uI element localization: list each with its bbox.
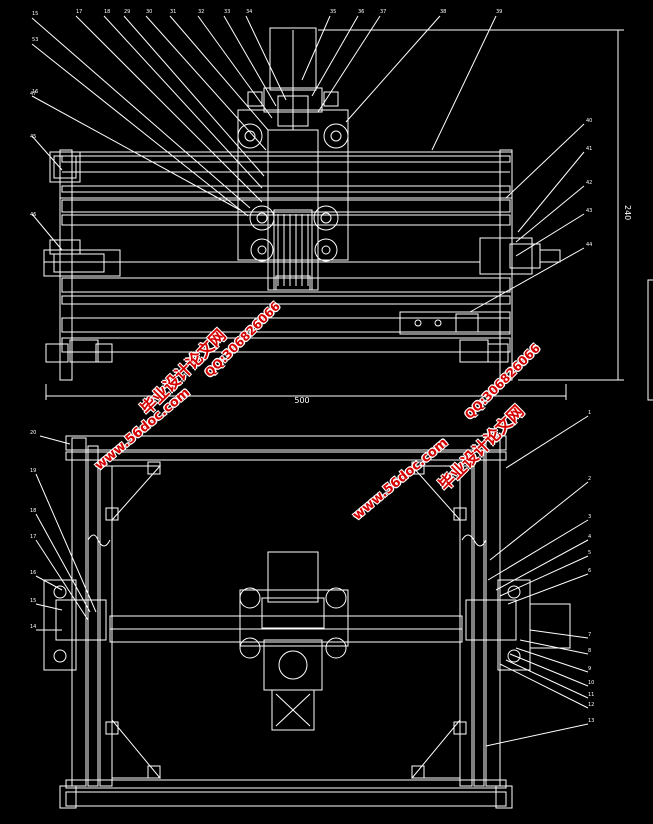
balloon-top-5: 29 bbox=[124, 9, 130, 15]
balloon-top-1: 53 bbox=[32, 37, 38, 43]
balloon-top-0: 15 bbox=[32, 11, 38, 17]
balloon-bottom-19: 13 bbox=[588, 718, 594, 724]
balloon-top-16: 40 bbox=[586, 118, 592, 124]
balloon-top-14: 38 bbox=[440, 9, 446, 15]
balloon-top-22: 46 bbox=[30, 212, 36, 218]
balloon-top-10: 34 bbox=[246, 9, 252, 15]
balloon-top-23: 47 bbox=[30, 91, 36, 97]
balloon-bottom-12: 6 bbox=[588, 568, 591, 574]
dimension-width: 500 bbox=[294, 396, 309, 405]
balloon-top-8: 32 bbox=[198, 9, 204, 15]
balloon-top-2: 16 bbox=[32, 89, 38, 95]
balloon-top-7: 31 bbox=[170, 9, 176, 15]
balloon-top-6: 30 bbox=[146, 9, 152, 15]
balloon-bottom-5: 15 bbox=[30, 598, 36, 604]
balloon-bottom-14: 8 bbox=[588, 648, 591, 654]
balloon-bottom-9: 3 bbox=[588, 514, 591, 520]
balloon-bottom-3: 17 bbox=[30, 534, 36, 540]
balloon-top-4: 18 bbox=[104, 9, 110, 15]
balloon-bottom-0: 20 bbox=[30, 430, 36, 436]
balloon-top-17: 41 bbox=[586, 146, 592, 152]
balloon-bottom-17: 11 bbox=[588, 692, 594, 698]
bottom-view bbox=[35, 415, 589, 809]
balloon-bottom-2: 18 bbox=[30, 508, 36, 514]
balloon-top-18: 42 bbox=[586, 180, 592, 186]
balloon-bottom-4: 16 bbox=[30, 570, 36, 576]
balloon-bottom-8: 2 bbox=[588, 476, 591, 482]
dimension-height: 240 bbox=[623, 205, 632, 220]
balloon-top-12: 36 bbox=[358, 9, 364, 15]
balloon-top-11: 35 bbox=[330, 9, 336, 15]
balloon-top-15: 39 bbox=[496, 9, 502, 15]
balloon-bottom-6: 14 bbox=[30, 624, 36, 630]
balloon-bottom-15: 9 bbox=[588, 666, 591, 672]
balloon-bottom-11: 5 bbox=[588, 550, 591, 556]
balloon-top-20: 44 bbox=[586, 242, 592, 248]
top-view bbox=[31, 15, 653, 401]
balloon-top-19: 43 bbox=[586, 208, 592, 214]
balloon-bottom-16: 10 bbox=[588, 680, 594, 686]
balloon-bottom-18: 12 bbox=[588, 702, 594, 708]
balloon-group-top: 15 53 16 17 18 29 30 31 32 33 34 35 36 37 38 39 40 41 42 43… bbox=[30, 9, 592, 248]
balloon-bottom-13: 7 bbox=[588, 632, 591, 638]
balloon-top-9: 33 bbox=[224, 9, 230, 15]
balloon-bottom-1: 19 bbox=[30, 468, 36, 474]
balloon-top-13: 37 bbox=[380, 9, 386, 15]
balloon-bottom-10: 4 bbox=[588, 534, 591, 540]
balloon-top-21: 45 bbox=[30, 134, 36, 140]
balloon-top-3: 17 bbox=[76, 9, 82, 15]
balloon-bottom-7: 1 bbox=[588, 410, 591, 416]
